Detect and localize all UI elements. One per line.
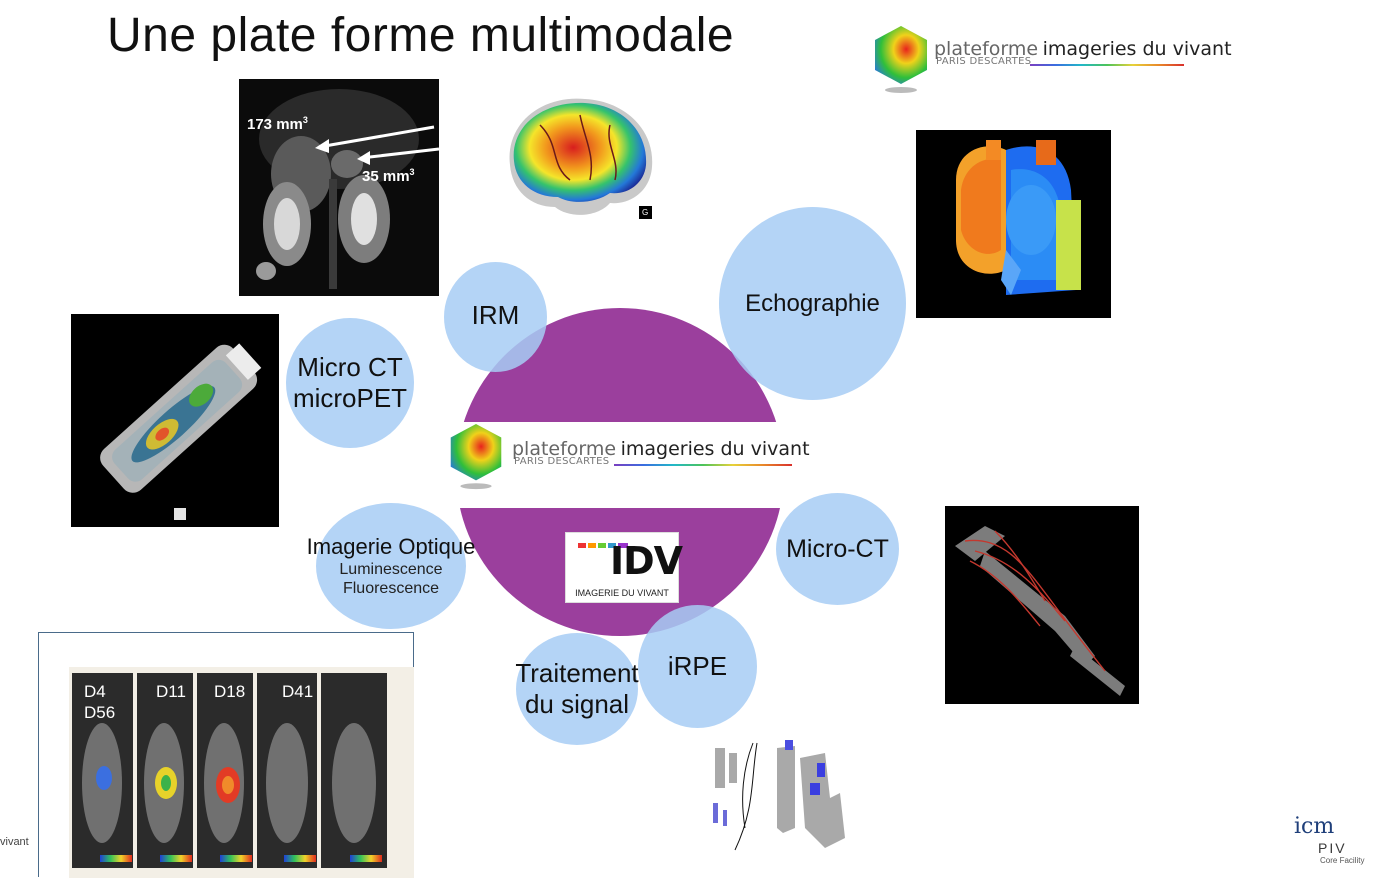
slide-title: Une plate forme multimodale [107,9,735,62]
logo-plateforme-top: plateforme imageries du vivant PARIS DES… [872,20,1232,100]
mri-scan-graphic [239,79,439,296]
day-label-d11: D11 [156,682,186,701]
micro-pet-image [71,314,279,527]
day-label-d18: D18 [214,682,246,701]
bubble-traitement-line1: Traitement [515,658,639,688]
mri-label-173: 173 mm3 [247,115,308,133]
idv-logo: IDV IMAGERIE DU VIVANT [565,532,683,603]
piv-label: PIV [1318,840,1347,856]
bubble-irpe-label: iRPE [667,651,728,681]
bubble-irpe[interactable]: iRPE [638,605,757,728]
icm-piv-logo: icm PIV Core Facility [1290,814,1385,869]
bubble-traitement-signal[interactable]: Traitement du signal [515,633,639,745]
day-label-d56: D56 [84,703,116,722]
bubble-imagerie-optique[interactable]: Imagerie Optique Luminescence Fluorescen… [307,503,475,629]
brain-image: G [500,85,660,225]
center-logo-word-imageries: imageries du vivant [620,438,810,460]
bubble-irm[interactable]: IRM [444,262,547,372]
mri-label-35: 35 mm3 [362,167,415,185]
bubble-irm-label: IRM [471,299,520,330]
bubble-micro-ct-label: Micro CT [297,352,403,382]
core-facility-label: Core Facility [1320,856,1365,865]
bubble-luminescence-label: Luminescence [339,561,443,578]
echographie-image [916,130,1111,318]
bubble-echographie-label: Echographie [745,290,880,317]
bubble-imagerie-optique-label: Imagerie Optique [306,534,476,559]
mouse-bodies-graphic [82,723,382,862]
logo-rainbow-bar [1030,64,1184,66]
day-label-d41: D41 [282,682,314,701]
bubble-micro-ct-label2: Micro-CT [786,534,889,563]
bubble-micro-ct-pet[interactable]: Micro CT microPET [286,318,414,448]
bubble-micro-pet-label: microPET [292,383,408,413]
irpe-structures-image [705,738,855,856]
bubble-echographie[interactable]: Echographie [719,207,906,400]
center-logo-rainbow-bar [614,464,792,466]
logo-word-plateforme: plateforme [934,38,1039,60]
center-logo-sub: PARIS DESCARTES [514,456,610,467]
micro-ct-image [945,506,1139,704]
logo-word-imageries: imageries du vivant [1042,38,1232,60]
footer-left-text: vivant [0,836,29,848]
idv-color-bar [578,543,628,548]
day-label-d4: D4 [84,682,106,701]
hexagon-logo-center-icon [450,423,502,490]
bubble-traitement-line2: du signal [524,689,630,719]
logo-plateforme-center: plateforme imageries du vivant PARIS DES… [442,420,810,500]
mri-image: 173 mm3 35 mm3 [239,79,439,296]
bubble-micro-ct[interactable]: Micro-CT [776,493,899,605]
idv-caption: IMAGERIE DU VIVANT [575,588,669,598]
hexagon-logo-icon [875,26,927,93]
idv-mark: IDV [610,539,683,583]
center-logo-word-plateforme: plateforme [512,438,617,460]
logo-sub: PARIS DESCARTES [936,56,1032,67]
optical-imaging-panel: D4 D56 D11 D18 D41 [38,632,414,878]
brain-badge: G [642,208,649,217]
bubble-fluorescence-label: Fluorescence [342,580,440,597]
icm-mark: icm [1294,814,1335,839]
